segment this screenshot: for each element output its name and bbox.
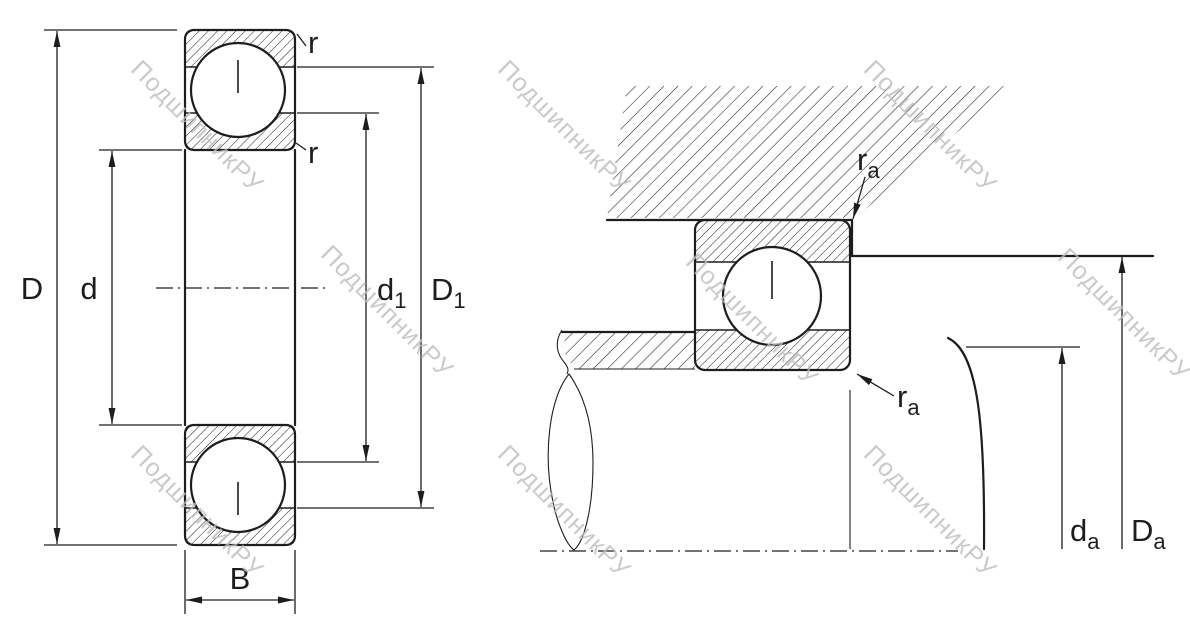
label-D1: D1: [431, 272, 466, 313]
shaft-section-hatch: [563, 333, 695, 369]
leader-ra-top: [852, 176, 866, 220]
housing-section-hatch: [607, 86, 1012, 218]
label-da: da: [1070, 513, 1100, 554]
bearing-mounted-view: ra ra da Da: [540, 86, 1166, 554]
label-Da: Da: [1131, 513, 1166, 554]
shaft-fillet-contour: [946, 336, 986, 551]
bearing-front-view: D d d1 D1 r r B: [21, 25, 466, 614]
label-ra-bottom: ra: [897, 379, 920, 420]
shaft-break-section: [547, 373, 594, 551]
label-ra-top: ra: [857, 142, 880, 183]
label-B: B: [230, 561, 251, 596]
label-r-top: r: [308, 25, 318, 60]
label-d: d: [80, 271, 97, 306]
ring-block-outline-bottom: [183, 423, 297, 547]
bearing-outline-mounted: [693, 218, 852, 372]
label-D: D: [21, 271, 43, 306]
shaft-break-line: [556, 329, 569, 375]
chamfer-leader-bottom: [295, 142, 307, 151]
label-d1: d1: [377, 272, 407, 313]
ring-block-outline-top: [183, 28, 297, 152]
chamfer-leader-top: [296, 33, 307, 47]
leader-ra-bottom: [856, 373, 895, 397]
label-r-bottom: r: [308, 135, 318, 170]
